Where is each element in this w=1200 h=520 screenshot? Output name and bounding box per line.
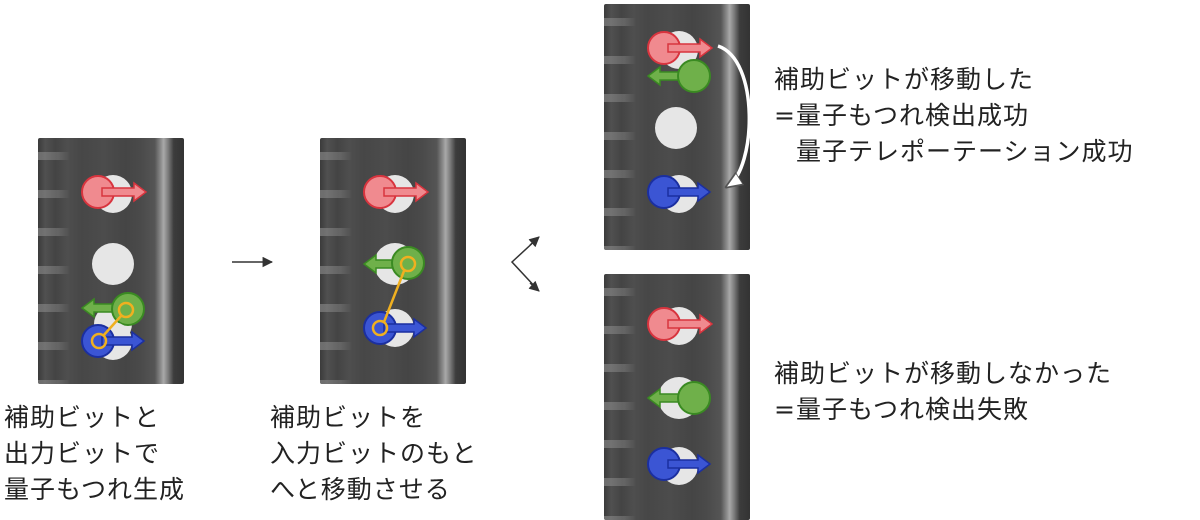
caption-line: 出力ビットで [4, 439, 161, 468]
panel-move-ancilla [320, 138, 466, 384]
caption-line: 補助ビットを [270, 403, 427, 432]
caption-failure: 補助ビットが移動しなかった =量子もつれ検出失敗 [774, 356, 1112, 428]
ancilla-qubit [391, 246, 425, 280]
output-spin-arrow [383, 317, 428, 339]
empty-site-middle [92, 243, 134, 285]
input-spin-arrow [101, 181, 148, 203]
output-spin-arrow [667, 453, 712, 475]
caption-move-ancilla: 補助ビットを 入力ビットのもと へと移動させる [270, 400, 478, 508]
branch-arrow-down [528, 280, 540, 292]
caption-line: 補助ビットが移動しなかった [774, 359, 1113, 388]
panel-1-drawing [80, 175, 148, 360]
output-spin-arrow [101, 330, 146, 352]
input-spin-arrow [667, 313, 714, 335]
entanglement-link [90, 301, 135, 350]
empty-site-middle [655, 107, 697, 149]
entanglement-link [371, 255, 417, 337]
branch-arrow-up [528, 236, 540, 248]
caption-line: 入力ビットのもと [270, 439, 478, 468]
output-spin-arrow [667, 181, 712, 203]
panel-entanglement-generation [38, 138, 184, 384]
panel-failure [604, 274, 750, 520]
caption-line: 量子もつれ生成 [4, 475, 186, 504]
caption-line: =量子もつれ検出失敗 [774, 395, 1029, 424]
panel-2-drawing [362, 175, 430, 347]
panel-success [604, 4, 750, 250]
caption-entanglement-generation: 補助ビットと 出力ビットで 量子もつれ生成 [4, 400, 185, 508]
caption-line: 補助ビットが移動した [774, 65, 1035, 94]
ancilla-transfer-bracket [717, 44, 751, 186]
input-spin-arrow [667, 37, 714, 59]
caption-line: 量子テレポーテーション成功 [796, 137, 1134, 166]
ancilla-qubit [677, 381, 711, 415]
panel-4-drawing [646, 307, 714, 485]
caption-line: =量子もつれ検出成功 [774, 101, 1029, 130]
caption-line: へと移動させる [270, 475, 451, 504]
panel-3-drawing [646, 31, 714, 213]
caption-success: 補助ビットが移動した =量子もつれ検出成功 量子テレポーテーション成功 [774, 62, 1134, 170]
branch-arrow-lines [510, 237, 539, 291]
caption-line: 補助ビットと [4, 403, 161, 432]
input-spin-arrow [383, 181, 430, 203]
ancilla-qubit [677, 59, 711, 93]
